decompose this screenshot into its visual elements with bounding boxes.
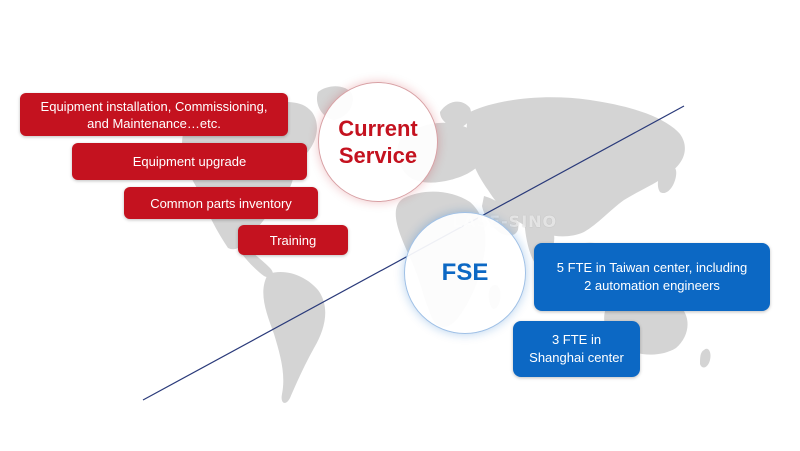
fse-item-shanghai-line2: Shanghai center — [529, 350, 624, 365]
current-service-title-line2: Service — [338, 143, 418, 168]
current-service-circle: Current Service — [318, 82, 438, 202]
fse-circle: FSE — [404, 212, 526, 334]
service-item-parts-inventory-label: Common parts inventory — [150, 195, 292, 211]
service-item-installation-line2: and Maintenance…etc. — [87, 115, 221, 131]
service-item-parts-inventory: Common parts inventory — [124, 187, 318, 219]
service-item-training: Training — [238, 225, 348, 255]
fse-item-taiwan: 5 FTE in Taiwan center, including 2 auto… — [534, 243, 770, 311]
fse-item-taiwan-line1: 5 FTE in Taiwan center, including — [556, 260, 748, 275]
fse-item-taiwan-line2: 2 automation engineers — [584, 278, 720, 293]
fse-item-shanghai-line1: 3 FTE in — [551, 332, 602, 347]
current-service-title-line1: Current — [338, 116, 418, 141]
service-item-equipment-upgrade-label: Equipment upgrade — [132, 154, 247, 169]
fse-item-shanghai: 3 FTE in Shanghai center — [513, 321, 640, 377]
south-america-shape — [263, 271, 326, 403]
current-service-title: Current Service — [328, 115, 428, 169]
new-zealand-shape — [700, 348, 711, 368]
service-item-installation-line1: Equipment installation, Commissioning, — [40, 98, 268, 114]
service-item-training-label: Training — [269, 232, 317, 248]
fse-title: FSE — [441, 259, 489, 286]
service-item-installation: Equipment installation, Commissioning, a… — [20, 93, 288, 136]
service-item-equipment-upgrade: Equipment upgrade — [72, 143, 307, 180]
